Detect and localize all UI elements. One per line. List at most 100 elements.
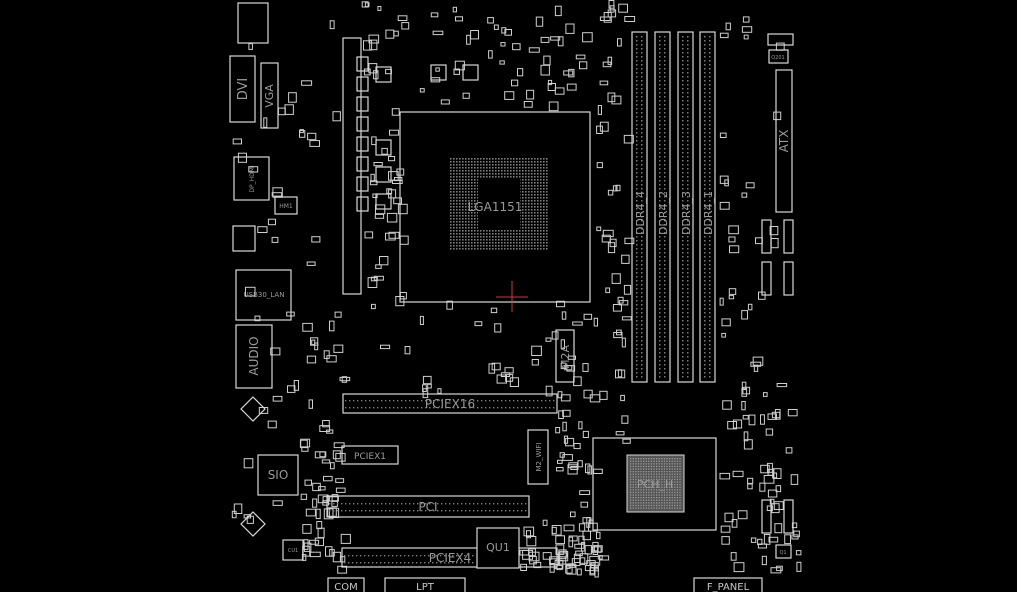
pciex16-slot[interactable] (342, 393, 558, 414)
smd-pad (607, 56, 613, 66)
dimm-slot-2[interactable] (654, 31, 671, 383)
choke[interactable] (462, 64, 479, 81)
mosfet[interactable] (356, 96, 369, 112)
cu1-chip[interactable] (282, 539, 304, 561)
dp-hdmi-connector[interactable] (233, 156, 270, 201)
fan-header[interactable] (783, 499, 794, 534)
dimm-label: DDR4_3 (680, 191, 693, 235)
atx-power-connector[interactable] (775, 69, 793, 213)
mosfet[interactable] (356, 136, 369, 152)
dimm-slot-3[interactable] (677, 31, 694, 383)
m2-wifi-slot[interactable] (527, 429, 549, 485)
fan-header[interactable] (783, 261, 794, 296)
q1-chip[interactable] (775, 544, 792, 559)
smd-pad (583, 389, 593, 399)
pciex4-slot[interactable] (341, 547, 558, 568)
smd-pad (557, 552, 568, 558)
choke[interactable] (375, 66, 392, 83)
audio-connector[interactable] (235, 324, 273, 389)
smd-pad (547, 83, 557, 91)
choke[interactable] (430, 64, 447, 81)
smd-pad (319, 451, 327, 458)
fan-header[interactable] (761, 261, 772, 296)
crystal-diamond-1[interactable] (240, 396, 266, 422)
smd-pad (599, 121, 609, 132)
smd-pad (611, 273, 621, 284)
smd-pad (389, 129, 400, 136)
smd-pad (494, 323, 502, 333)
dimm-slot-1[interactable] (631, 31, 648, 383)
smd-pad (302, 524, 312, 534)
mosfet[interactable] (356, 116, 369, 132)
mosfet[interactable] (356, 76, 369, 92)
smd-pad (557, 36, 564, 47)
smd-pad (299, 439, 308, 448)
usb-lan-connector[interactable] (235, 269, 292, 321)
fan-header[interactable] (761, 219, 772, 254)
smd-pad (437, 388, 442, 394)
cpu-socket-outline[interactable] (399, 111, 591, 303)
smd-pad (311, 339, 316, 346)
fan-header[interactable] (761, 499, 772, 534)
smd-pad (776, 383, 788, 388)
smd-pad (577, 460, 583, 468)
mosfet[interactable] (356, 56, 369, 72)
m2a-slot[interactable] (555, 329, 575, 383)
smd-pad (597, 105, 602, 115)
hm1-label: HM1 (279, 203, 293, 210)
choke[interactable] (375, 139, 392, 156)
fan-header[interactable] (783, 219, 794, 254)
f-panel-header[interactable] (693, 577, 763, 592)
smd-pad (729, 245, 740, 254)
smd-pad (593, 468, 603, 475)
pch-outline[interactable] (592, 437, 717, 531)
pciex1-slot[interactable] (341, 445, 399, 465)
usb30-connector[interactable] (232, 225, 256, 252)
hm1-chip[interactable] (274, 196, 298, 215)
smd-pad (784, 534, 792, 545)
smd-pad (509, 377, 519, 387)
q201-chip[interactable] (768, 49, 789, 64)
smd-pad (743, 439, 753, 450)
sio-chip[interactable] (257, 454, 299, 496)
smd-pad (488, 363, 496, 374)
smd-pad (578, 421, 583, 430)
crystal-diamond-2[interactable] (240, 511, 266, 537)
com-label: COM (334, 582, 357, 592)
smd-pad (549, 558, 561, 566)
com-header[interactable] (327, 577, 365, 592)
smd-pad (440, 99, 450, 105)
smd-pad (315, 508, 321, 520)
smd-pad (375, 264, 382, 269)
smd-pad (568, 536, 574, 548)
choke[interactable] (375, 166, 392, 183)
qu1-chip[interactable] (476, 527, 520, 569)
mosfet[interactable] (356, 176, 369, 192)
choke[interactable] (375, 193, 392, 210)
smd-pad (776, 565, 783, 572)
dvi-connector[interactable] (229, 55, 256, 123)
mosfet[interactable] (356, 196, 369, 212)
smd-pad (572, 321, 583, 326)
smd-pad (773, 111, 782, 121)
smd-pad (543, 55, 551, 66)
smd-pad (793, 530, 800, 538)
mosfet[interactable] (356, 156, 369, 172)
smd-pad (385, 232, 396, 241)
smd-pad (257, 226, 268, 233)
vga-connector[interactable] (260, 62, 279, 129)
smd-pad (611, 95, 622, 105)
smd-pad (568, 68, 575, 78)
smd-pad (333, 442, 345, 449)
lpt-header[interactable] (384, 577, 466, 592)
smd-pad (731, 519, 738, 528)
dimm-slot-4[interactable] (699, 31, 716, 383)
pci-slot[interactable] (326, 495, 530, 518)
smd-pad (763, 392, 768, 397)
q-chip-top[interactable] (767, 33, 794, 46)
smd-pad (759, 482, 766, 492)
smd-pad (388, 171, 399, 181)
usb-connector-top[interactable] (237, 2, 269, 44)
smd-pad (767, 489, 778, 498)
